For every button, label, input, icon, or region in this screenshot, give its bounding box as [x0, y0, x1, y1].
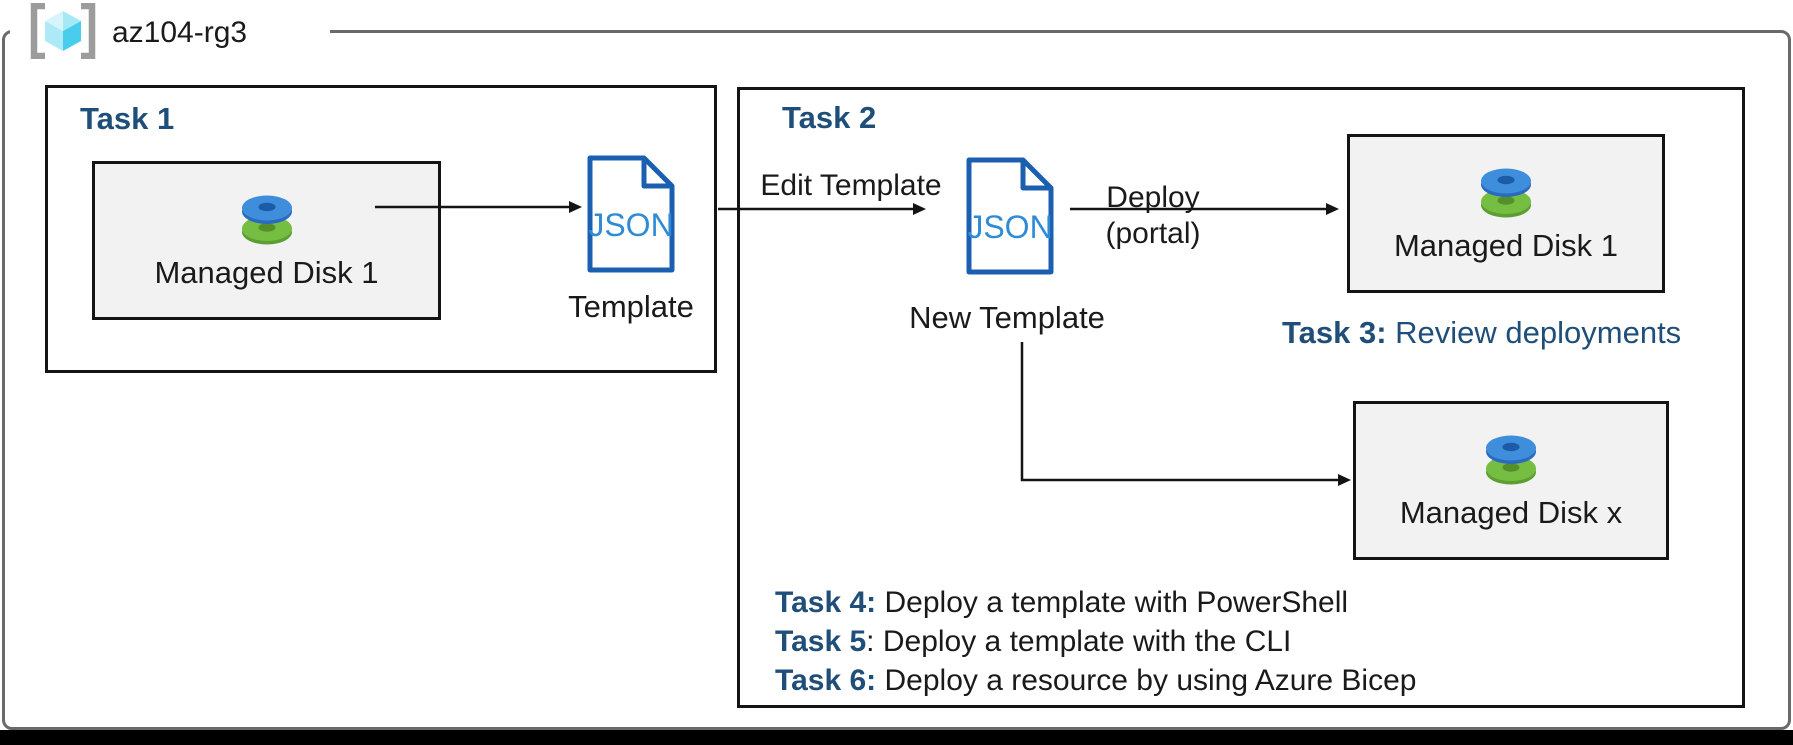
resource-group-border: [2, 30, 1791, 730]
task5-prefix: Task 5: [775, 625, 867, 658]
managed-disk-icon: [1480, 431, 1542, 489]
deploy-portal-label: (portal): [1105, 217, 1201, 250]
deploy-label: Deploy: [1106, 181, 1200, 214]
task1-title: Task 1: [80, 101, 175, 136]
json-file-icon: JSON: [586, 154, 676, 274]
task5-text: : Deploy a template with the CLI: [866, 625, 1292, 658]
task6-text: Deploy a resource by using Azure Bicep: [876, 664, 1417, 697]
managed-disk-1-deployed-label: Managed Disk 1: [1393, 227, 1618, 263]
managed-disk-x-label: Managed Disk x: [1399, 494, 1623, 530]
task-list: Task 4: Deploy a template with PowerShel…: [775, 583, 1416, 700]
task4-text: Deploy a template with PowerShell: [876, 586, 1349, 619]
managed-disk-x-box: Managed Disk x: [1353, 401, 1669, 560]
managed-disk-1-deployed-box: Managed Disk 1: [1347, 134, 1665, 293]
resource-group-icon: [28, 3, 98, 59]
task5-line: Task 5: Deploy a template with the CLI: [775, 622, 1416, 661]
task3-prefix: Task 3:: [1282, 315, 1387, 350]
managed-disk-1-box: Managed Disk 1: [92, 161, 441, 320]
task3-caption: Task 3: Review deployments: [1282, 315, 1681, 351]
resource-group-name: az104-rg3: [112, 16, 248, 49]
managed-disk-icon: [1475, 164, 1537, 222]
template-label: Template: [568, 289, 694, 324]
json-icon-text: JSON: [967, 209, 1052, 245]
new-template-label: New Template: [909, 300, 1105, 335]
task6-line: Task 6: Deploy a resource by using Azure…: [775, 661, 1416, 700]
managed-disk-icon: [236, 191, 298, 249]
json-icon-text: JSON: [588, 207, 673, 243]
task3-text: Review deployments: [1386, 315, 1682, 350]
task4-line: Task 4: Deploy a template with PowerShel…: [775, 583, 1416, 622]
task4-prefix: Task 4:: [775, 586, 877, 619]
task6-prefix: Task 6:: [775, 664, 877, 697]
bottom-black-bar: [0, 730, 1793, 745]
managed-disk-1-label: Managed Disk 1: [154, 254, 379, 290]
json-file-icon-new: JSON: [965, 156, 1055, 276]
edit-template-label: Edit Template: [760, 169, 942, 202]
task2-title: Task 2: [782, 100, 877, 135]
